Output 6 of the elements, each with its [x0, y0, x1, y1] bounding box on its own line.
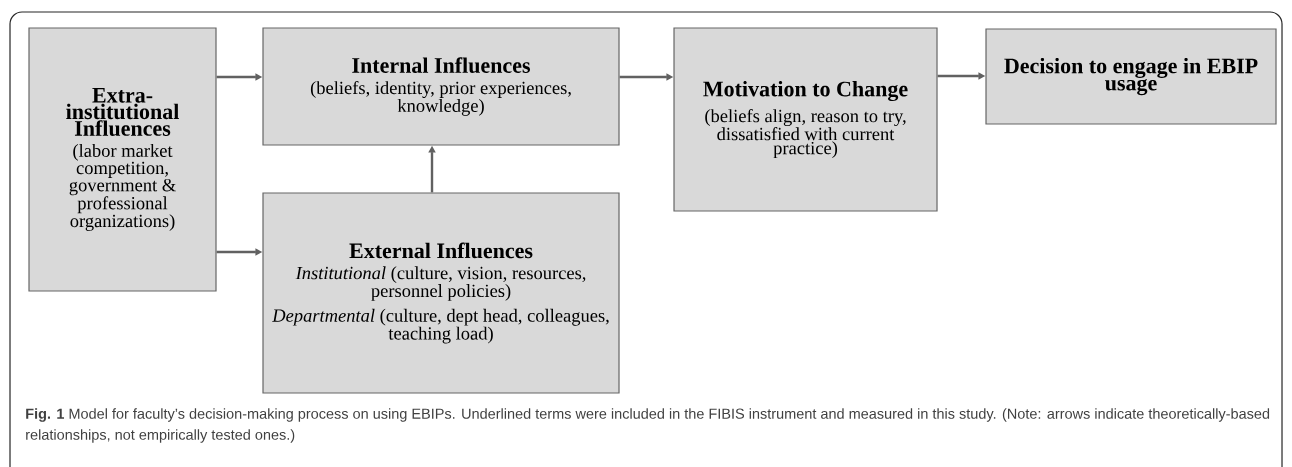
process-box: Motivation to Change (beliefs align, reason to try, dissatisfied with current practice)	[673, 27, 938, 212]
process-box: Decision to engage in EBIP usage	[985, 28, 1277, 125]
process-box: Extra-institutional Influences (labor market competition, government & professional organizations)	[28, 27, 217, 292]
process-box: External Influences Institutional (culture, vision, resources, personnel policies) Departmental (culture, dept head, colleagues, teaching load)	[262, 192, 620, 394]
process-box: Internal Influences (beliefs, identity, prior experiences, knowledge)	[262, 27, 620, 146]
caption: Fig. 1 Model for faculty’s decision-making process on using EBIPs. Underlined terms were included in the FIBIS instrument and measured in this study. (Note: arrows indicate theoretically-based relationships, not empirically tested ones.)	[26, 408, 1270, 443]
